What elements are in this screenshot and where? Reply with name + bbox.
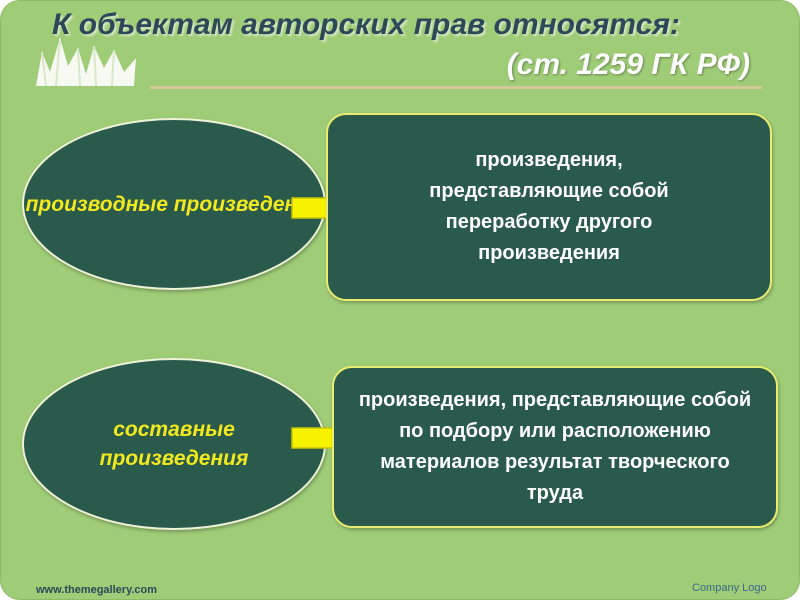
definition-text: произведения, представляющие собой перер… bbox=[429, 149, 669, 264]
company-logo: Company Logo bbox=[692, 582, 767, 594]
term-ellipse-composite: составные произведения bbox=[22, 358, 326, 530]
term-ellipse-derivative: производные произведения bbox=[22, 118, 326, 290]
title-divider bbox=[150, 86, 762, 89]
page-title: К объектам авторских прав относятся: bbox=[52, 8, 680, 41]
footer-url[interactable]: www.themegallery.com bbox=[36, 584, 158, 596]
definition-text: произведения, представляющие собой по по… bbox=[358, 389, 752, 504]
corner-logo-icon bbox=[36, 37, 136, 87]
definition-box-derivative: произведения, представляющие собой перер… bbox=[326, 113, 772, 301]
page-subtitle: (ст. 1259 ГК РФ) bbox=[506, 48, 750, 81]
term-label: составные произведения bbox=[99, 418, 249, 470]
definition-box-composite: произведения, представляющие собой по по… bbox=[332, 366, 778, 528]
term-label: производные произведения bbox=[25, 192, 323, 216]
